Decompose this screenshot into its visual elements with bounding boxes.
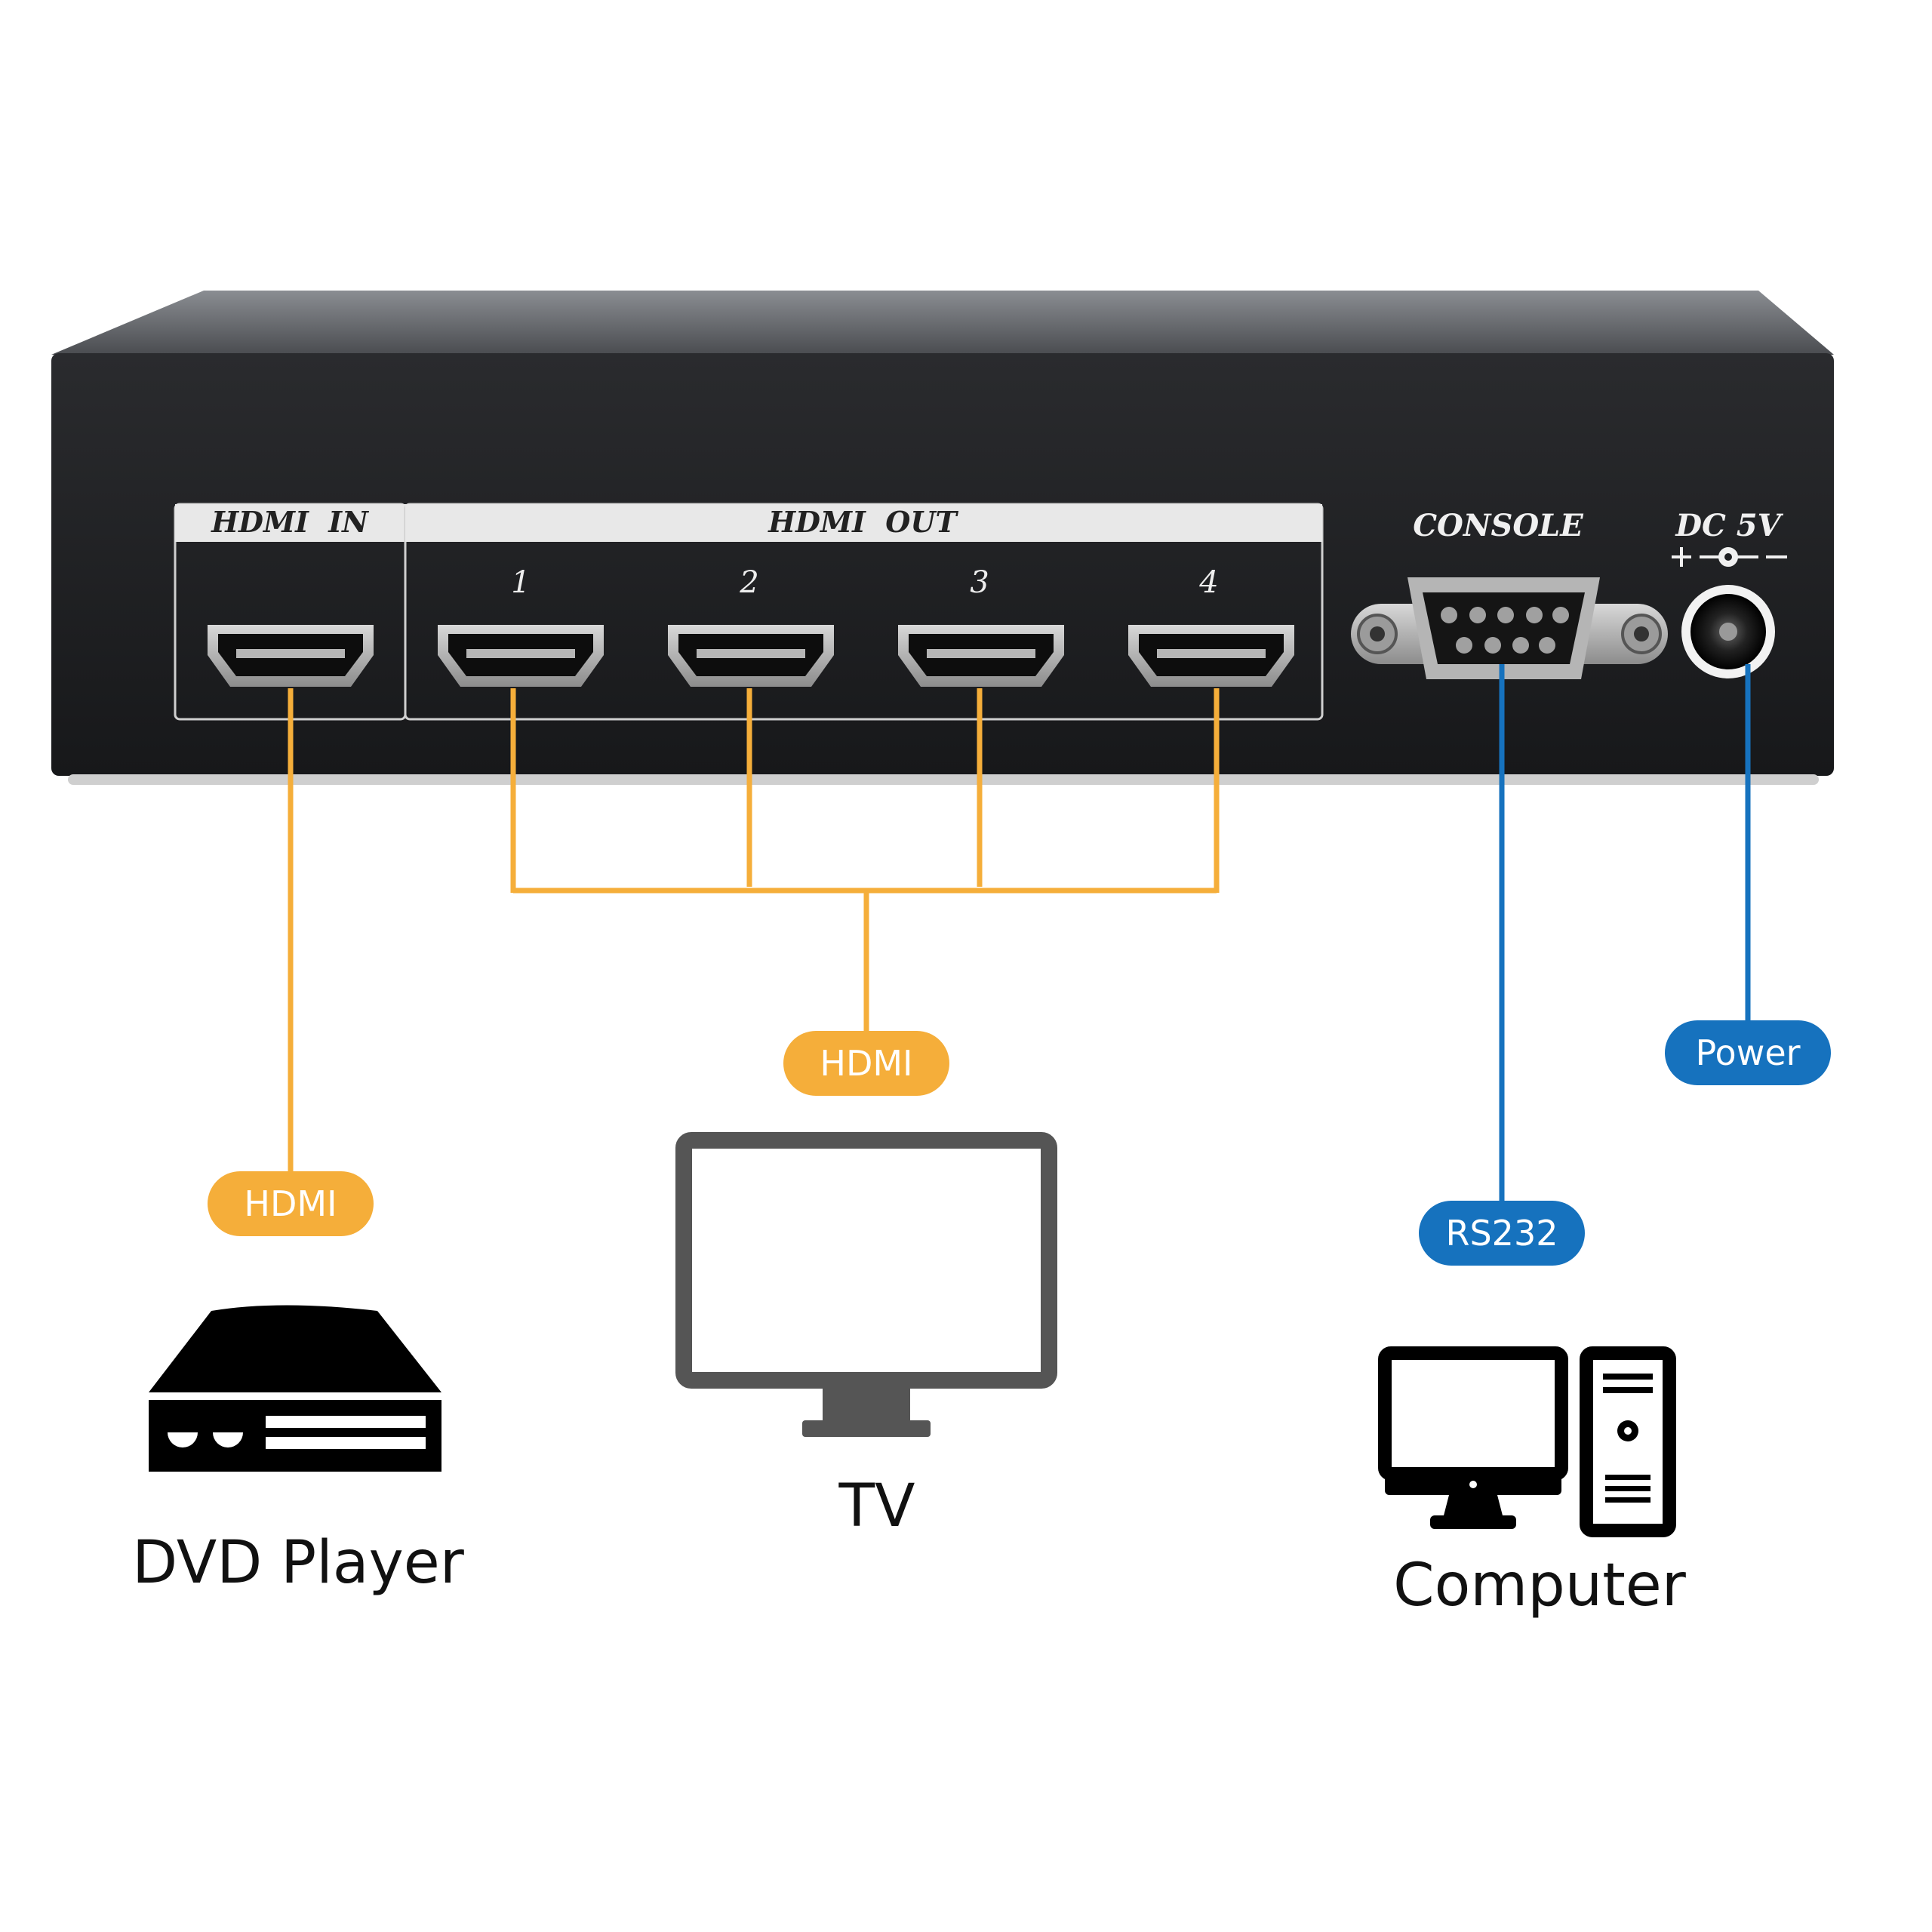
port-number-2: 2	[739, 565, 758, 600]
polarity-symbol-icon	[1672, 547, 1787, 567]
hdmi-out-label: HDMI OUT	[768, 505, 958, 539]
rs232-pill: RS232	[1419, 1201, 1585, 1266]
hdmi-out-section: HDMI OUT 1 2 3 4	[404, 503, 1324, 721]
console-label: CONSOLE	[1413, 508, 1583, 543]
dvd-player-icon	[149, 1305, 441, 1472]
tv-caption: TV	[838, 1472, 915, 1540]
hdmi-out-port-3[interactable]	[898, 625, 1064, 687]
svg-text:HDMI: HDMI	[820, 1043, 912, 1084]
hdmi-in-port[interactable]	[208, 625, 374, 687]
hdmi-input-pill: HDMI	[208, 1171, 374, 1236]
svg-text:HDMI: HDMI	[244, 1183, 337, 1224]
chassis-top	[51, 291, 1834, 355]
hdmi-in-section: HDMI IN	[174, 503, 407, 721]
console-section: CONSOLE	[1351, 508, 1668, 679]
port-number-1: 1	[511, 565, 530, 600]
hdmi-output-pill: HDMI	[783, 1031, 949, 1096]
port-number-3: 3	[970, 565, 989, 600]
tv-icon	[675, 1132, 1057, 1437]
dvd-player-caption: DVD Player	[132, 1529, 465, 1597]
port-number-4: 4	[1198, 565, 1218, 600]
hdmi-out-port-2[interactable]	[668, 625, 834, 687]
hdmi-out-port-1[interactable]	[438, 625, 604, 687]
hdmi-out-port-4[interactable]	[1128, 625, 1294, 687]
power-section: DC 5V	[1672, 508, 1787, 678]
chassis-front-panel	[51, 353, 1834, 776]
dc-label: DC 5V	[1675, 508, 1783, 543]
computer-caption: Computer	[1393, 1552, 1687, 1620]
chassis-shadow	[68, 774, 1819, 785]
dc-power-jack[interactable]	[1681, 585, 1775, 678]
svg-text:Power: Power	[1695, 1032, 1800, 1073]
hdmi-in-label: HDMI IN	[211, 505, 369, 539]
svg-text:RS232: RS232	[1446, 1213, 1558, 1254]
db9-serial-port[interactable]	[1351, 577, 1668, 679]
computer-icon	[1378, 1346, 1676, 1537]
control-connection-lines	[1499, 664, 1751, 1230]
power-pill: Power	[1665, 1020, 1831, 1085]
hdmi-splitter-device: HDMI IN HDMI OUT 1 2 3 4	[51, 291, 1834, 785]
